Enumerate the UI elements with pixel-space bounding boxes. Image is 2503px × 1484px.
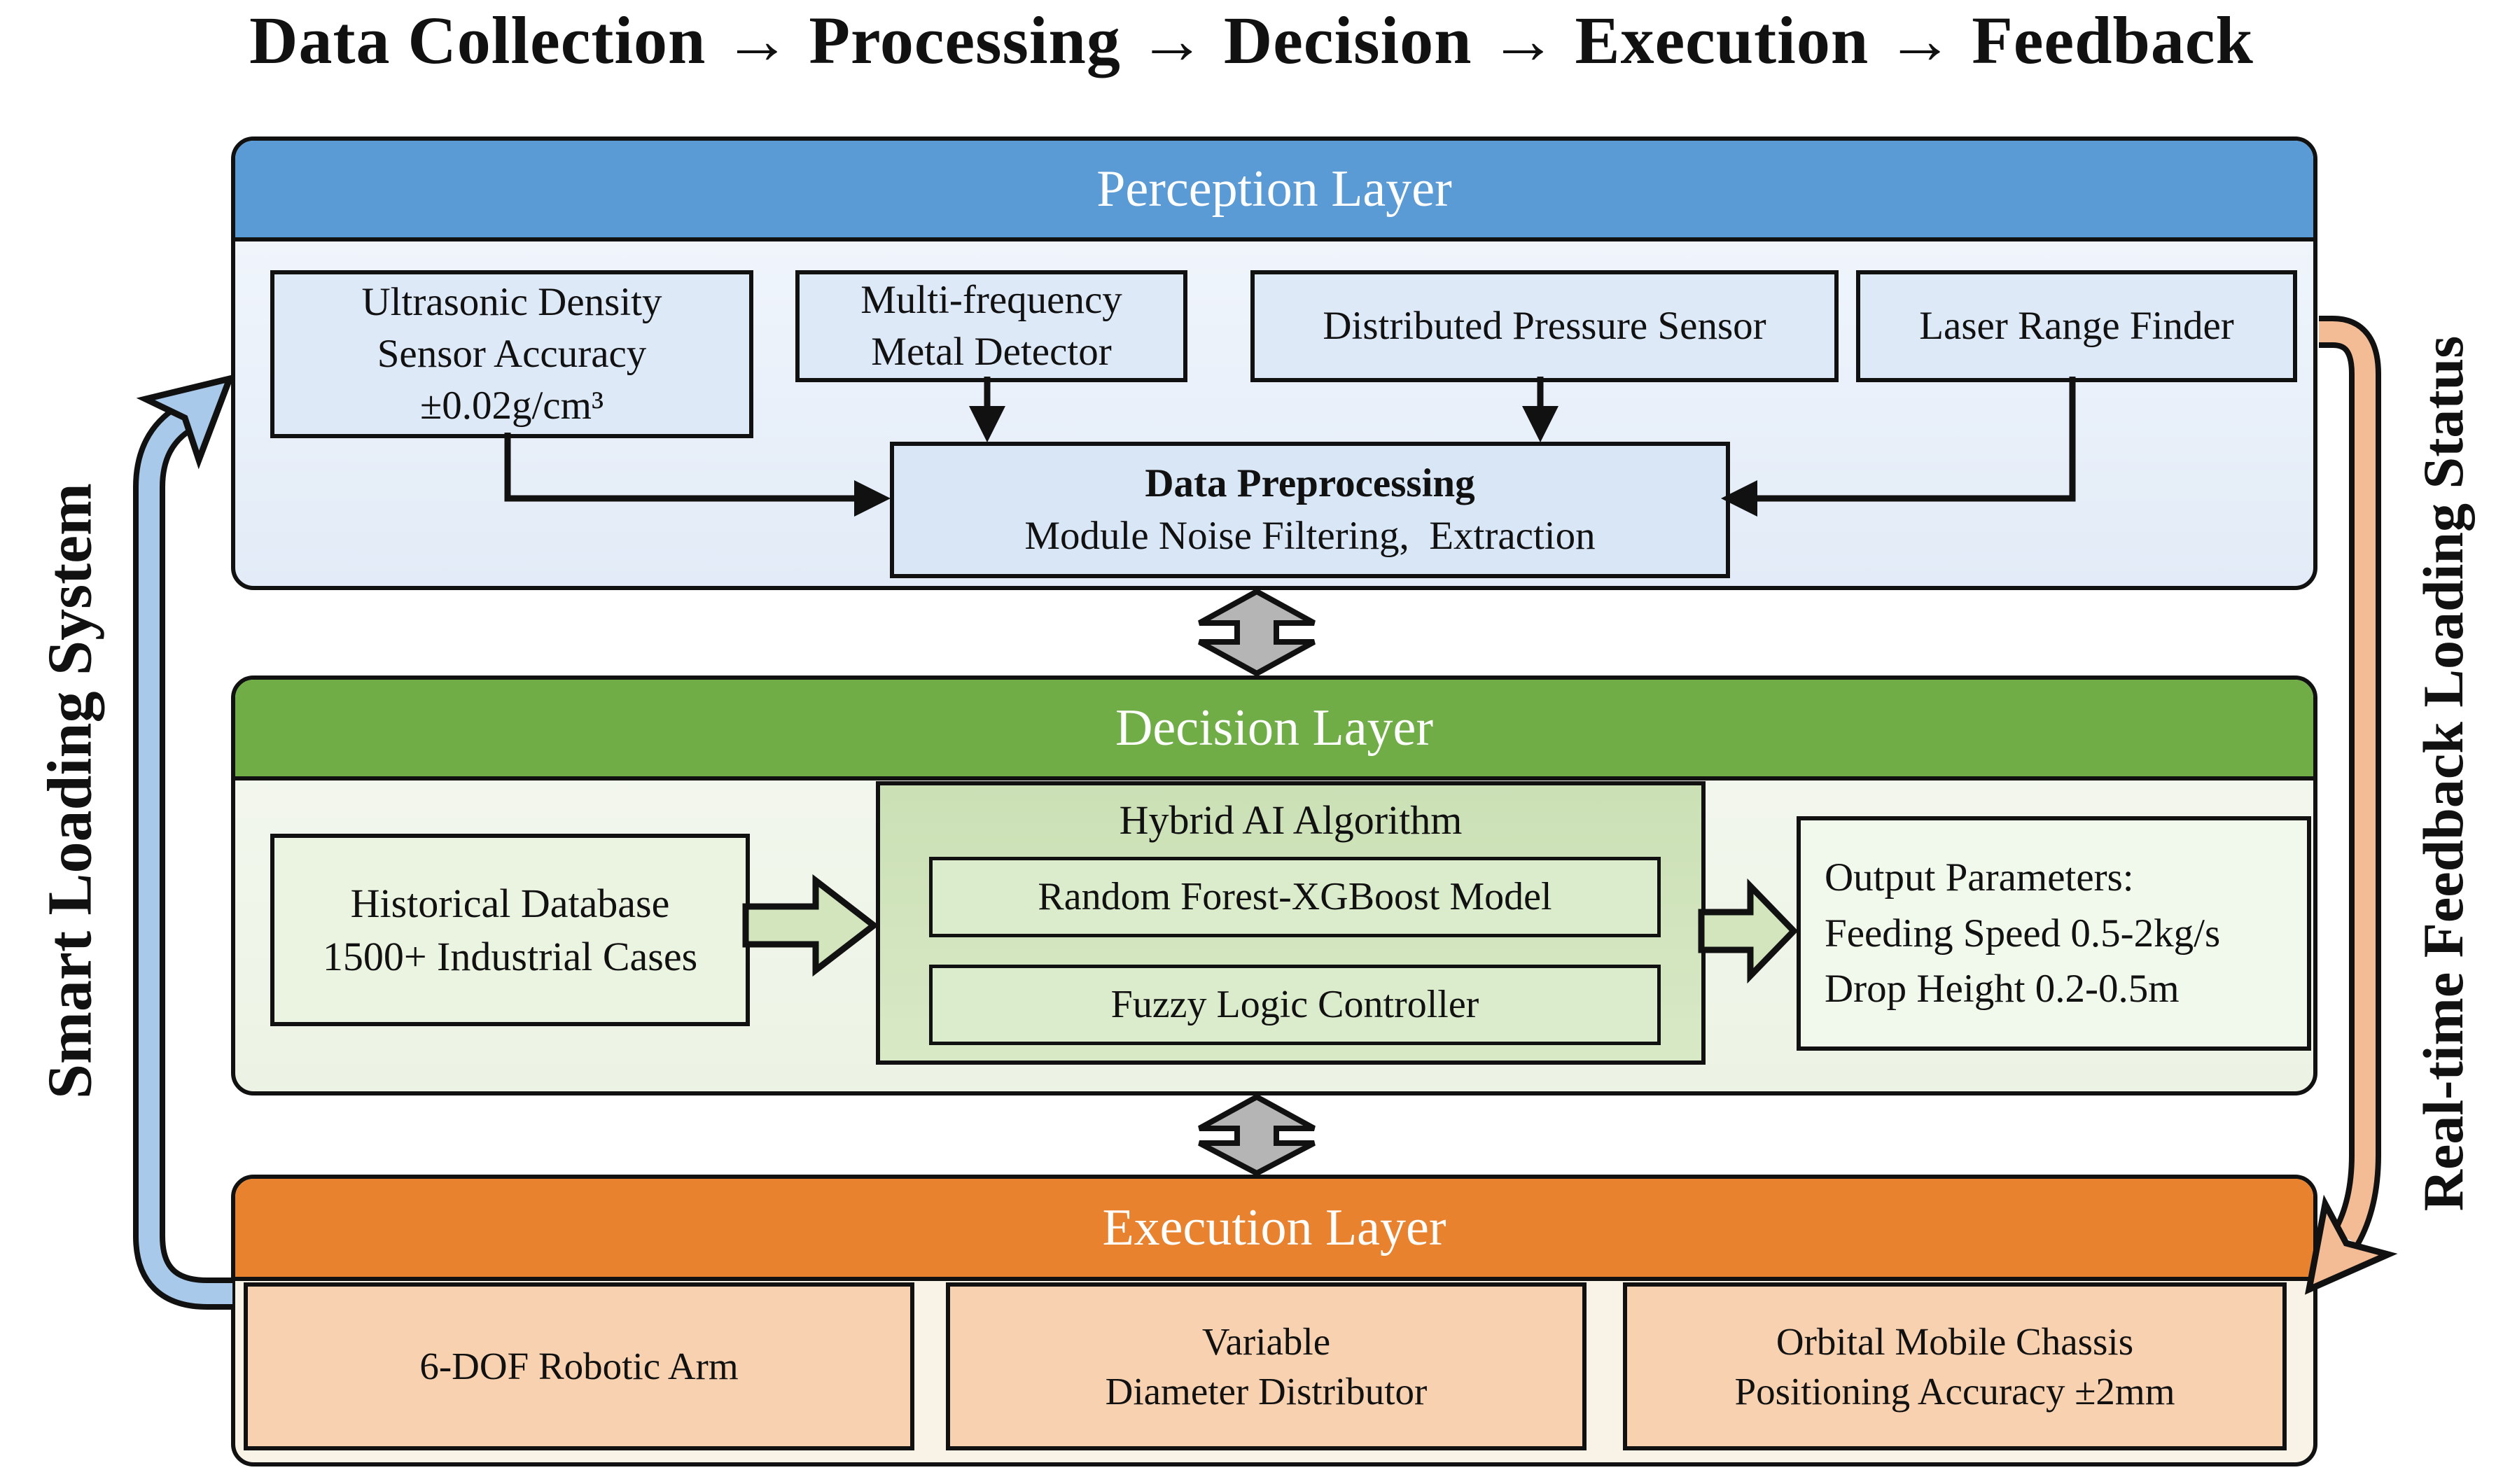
- mobile-chassis-box: Orbital Mobile Chassis Positioning Accur…: [1623, 1282, 2287, 1450]
- robotic-arm-box: 6-DOF Robotic Arm: [244, 1282, 914, 1450]
- output-parameters-box: Output Parameters: Feeding Speed 0.5-2kg…: [1797, 816, 2311, 1051]
- fuzzy-logic-controller-box: Fuzzy Logic Controller: [929, 965, 1661, 1045]
- box-line: Orbital Mobile Chassis: [1776, 1320, 2134, 1363]
- decision-execution-link-arrow-icon: [1198, 1093, 1316, 1177]
- random-forest-xgboost-box: Random Forest-XGBoost Model: [929, 857, 1661, 937]
- hybrid-ai-algorithm-box: Hybrid AI Algorithm Random Forest-XGBoos…: [876, 781, 1706, 1065]
- box-line: Output Parameters:: [1825, 855, 2134, 899]
- execution-layer: Execution Layer 6-DOF Robotic Arm Variab…: [231, 1175, 2317, 1466]
- box-line: Ultrasonic Density: [361, 279, 662, 324]
- box-line: 1500+ Industrial Cases: [322, 933, 698, 979]
- feedback-up-arrow: [133, 374, 235, 1310]
- diameter-distributor-box: Variable Diameter Distributor: [946, 1282, 1587, 1450]
- perception-layer-header: Perception Layer: [235, 141, 2313, 241]
- feedback-down-arrow: [2304, 316, 2398, 1295]
- left-axis-label: Smart Loading System: [35, 482, 105, 1100]
- box-line: Module Noise Filtering, Extraction: [1024, 513, 1596, 558]
- box-line: 6-DOF Robotic Arm: [419, 1345, 739, 1388]
- data-preprocessing-box: Data Preprocessing Module Noise Filterin…: [890, 442, 1730, 578]
- box-line: Variable: [1201, 1320, 1331, 1363]
- box-title: Data Preprocessing: [1145, 461, 1475, 506]
- process-flow-title: Data Collection → Processing → Decision …: [249, 3, 2254, 78]
- box-line: ±0.02g/cm³: [419, 384, 604, 428]
- laser-range-finder-box: Laser Range Finder: [1856, 270, 2297, 382]
- box-line: Positioning Accuracy ±2mm: [1734, 1370, 2175, 1413]
- box-line: Fuzzy Logic Controller: [1110, 983, 1479, 1027]
- decision-layer: Decision Layer Historical Database 1500+…: [231, 676, 2317, 1096]
- perception-layer: Perception Layer Ultrasonic Density Sens…: [231, 136, 2317, 590]
- feedback-up-arrow-shaft: [139, 409, 232, 1304]
- metal-detector-box: Multi-frequency Metal Detector: [795, 270, 1187, 382]
- box-line: Metal Detector: [871, 330, 1112, 374]
- feedback-down-arrow-outline: [2319, 316, 2381, 1246]
- box-line: Drop Height 0.2-0.5m: [1825, 967, 2180, 1011]
- box-line: Feeding Speed 0.5-2kg/s: [1825, 911, 2221, 955]
- box-line: Sensor Accuracy: [377, 331, 647, 376]
- box-line: Laser Range Finder: [1919, 303, 2234, 348]
- historical-database-box: Historical Database 1500+ Industrial Cas…: [270, 834, 750, 1026]
- feedback-down-arrowhead-icon: [2304, 1194, 2398, 1295]
- box-line: Multi-frequency: [860, 277, 1122, 322]
- ultrasonic-density-sensor-box: Ultrasonic Density Sensor Accuracy ±0.02…: [270, 270, 753, 438]
- perception-decision-link-arrow-icon: [1198, 588, 1316, 677]
- box-line: Random Forest-XGBoost Model: [1038, 875, 1552, 919]
- pressure-sensor-box: Distributed Pressure Sensor: [1250, 270, 1839, 382]
- box-line: Distributed Pressure Sensor: [1323, 303, 1766, 348]
- feedback-up-arrowhead-icon: [136, 374, 235, 470]
- feedback-up-arrow-outline: [133, 404, 232, 1310]
- box-line: Historical Database: [350, 881, 670, 927]
- execution-layer-header: Execution Layer: [235, 1179, 2313, 1281]
- right-axis-label: Real-time Feedback Loading Status: [2411, 335, 2475, 1212]
- box-title: Hybrid AI Algorithm: [1119, 797, 1463, 843]
- feedback-down-arrow-shaft: [2319, 321, 2376, 1243]
- decision-layer-header: Decision Layer: [235, 680, 2313, 780]
- box-line: Diameter Distributor: [1105, 1370, 1428, 1413]
